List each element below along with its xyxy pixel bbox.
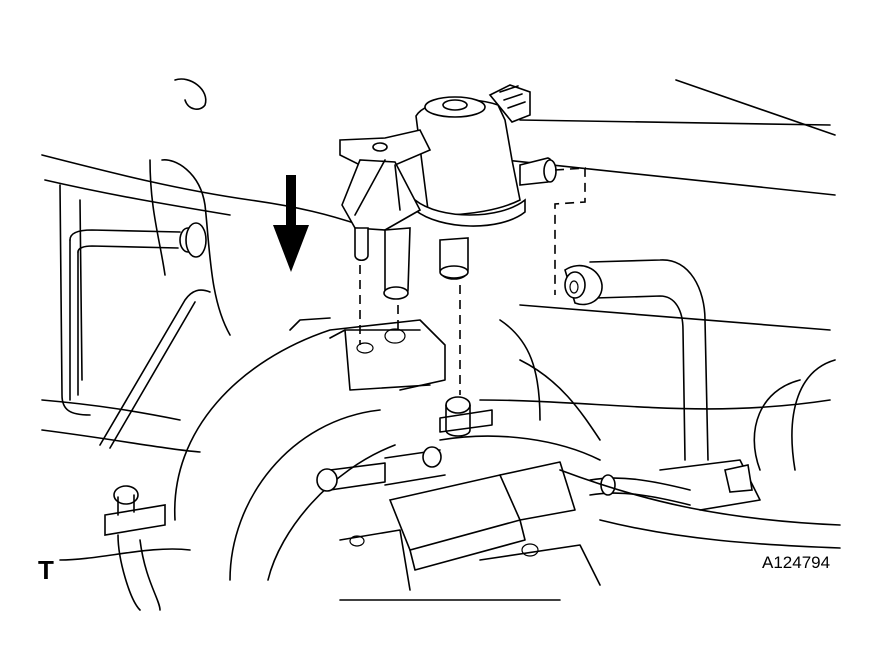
- down-arrow-icon: [273, 175, 309, 272]
- figure-id: A124794: [762, 553, 831, 572]
- view-marker: T: [38, 555, 54, 585]
- vsv-valve: [339, 84, 557, 300]
- background-structure: [41, 78, 361, 453]
- alignment-guides: [359, 167, 586, 395]
- right-hose: [479, 79, 841, 549]
- intake-manifold: [174, 317, 601, 601]
- lower-bracket: [59, 485, 191, 611]
